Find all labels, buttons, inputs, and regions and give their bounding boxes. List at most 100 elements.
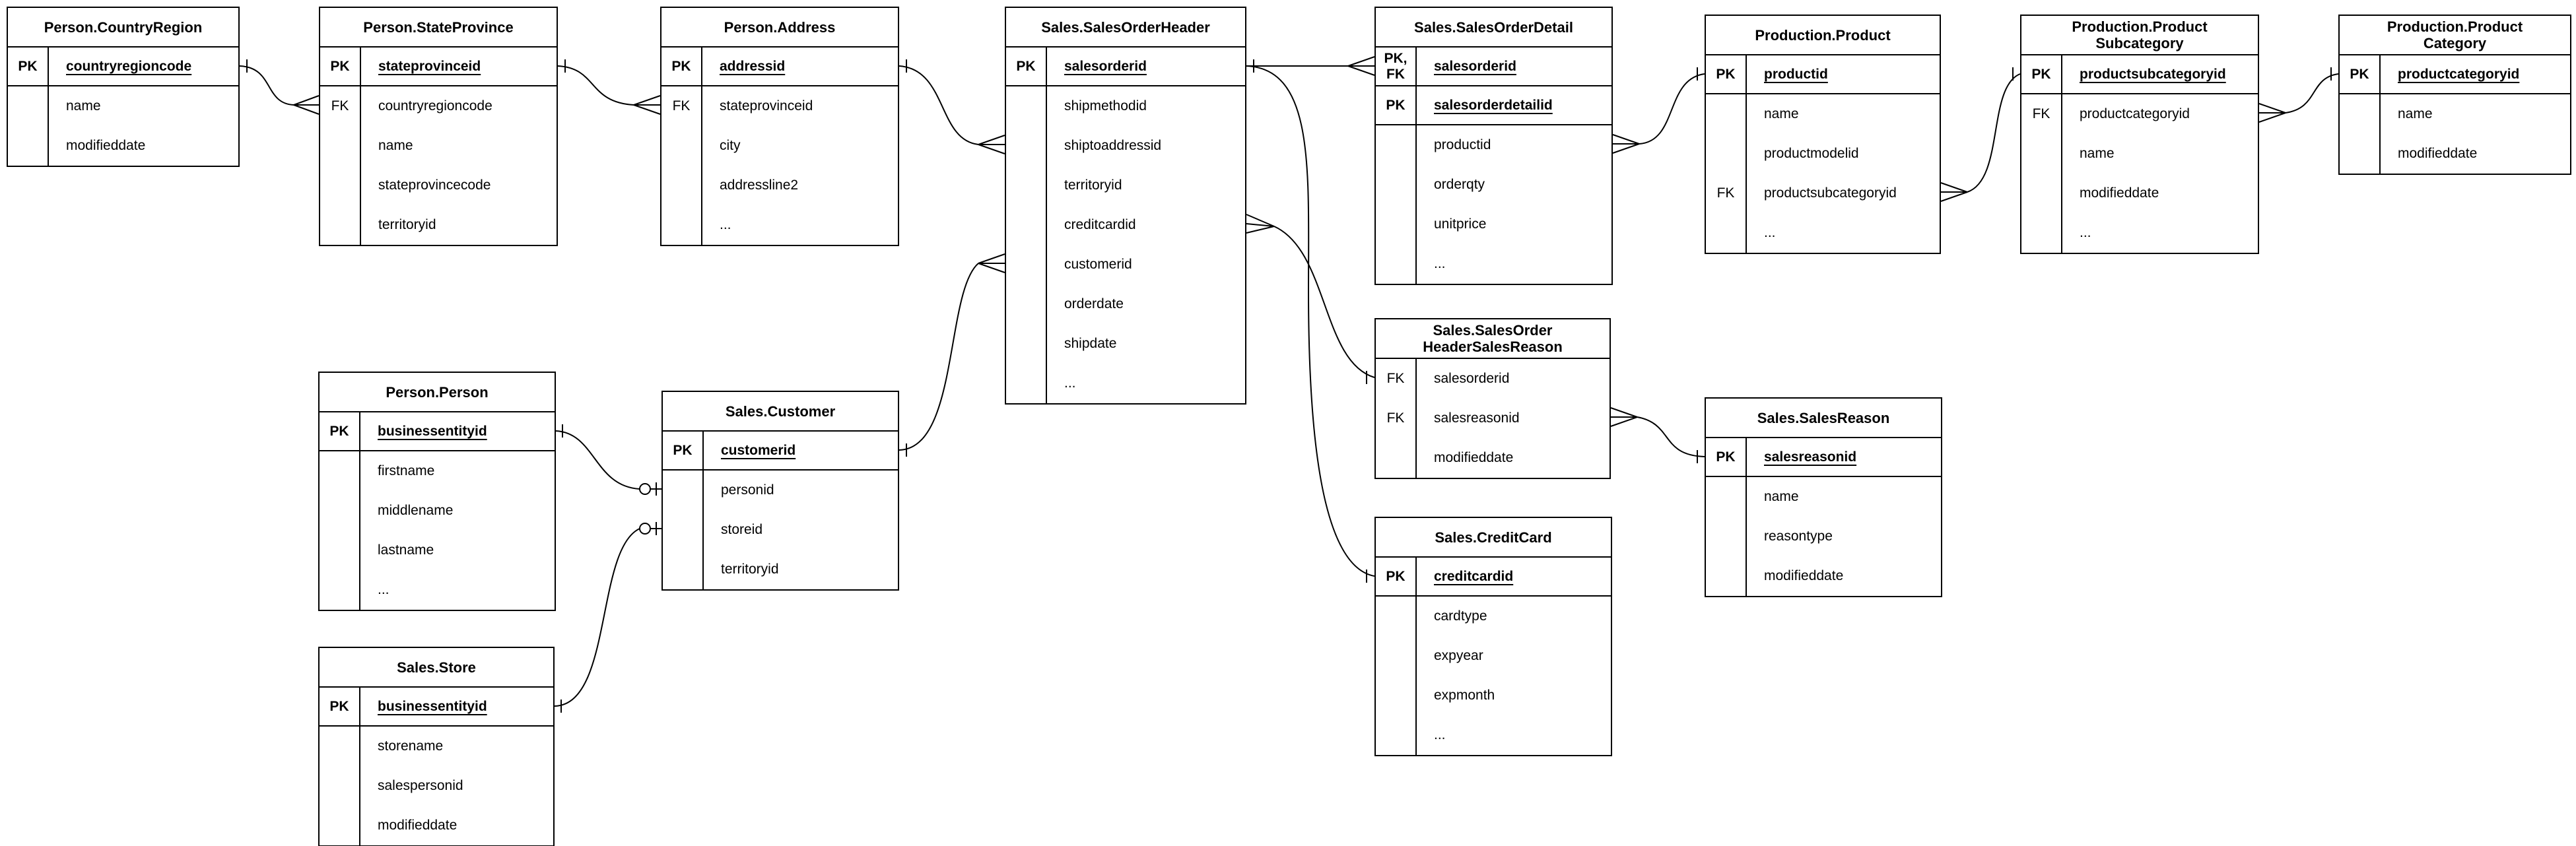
crow-foot-icon bbox=[2258, 103, 2286, 123]
field-label: modifieddate bbox=[66, 138, 146, 153]
crow-foot-icon bbox=[1940, 182, 1968, 202]
key-badge: PK bbox=[2340, 55, 2381, 93]
field-label: territoryid bbox=[721, 562, 779, 577]
key-badge: FK bbox=[1376, 399, 1417, 438]
field-label: name bbox=[66, 98, 101, 114]
field-label: salespersonid bbox=[378, 778, 463, 793]
key-badge bbox=[1376, 125, 1417, 165]
field-label: productid bbox=[1434, 137, 1491, 152]
field-label: productmodelid bbox=[1764, 146, 1859, 161]
field-label: addressid bbox=[720, 58, 786, 74]
field-label: lastname bbox=[378, 542, 434, 558]
key-badge bbox=[2021, 174, 2062, 213]
key-badge bbox=[1706, 477, 1747, 517]
relationship-stateprovince-address[interactable] bbox=[557, 59, 661, 115]
field-label: territoryid bbox=[1064, 178, 1122, 193]
entity-person-address[interactable]: Person.Address PK addressid FK stateprovin… bbox=[660, 7, 899, 246]
field-label: shipmethodid bbox=[1064, 98, 1147, 114]
key-badge bbox=[1706, 94, 1747, 134]
key-badge bbox=[1376, 165, 1417, 205]
relationship-countryregion-stateprovince[interactable] bbox=[239, 59, 320, 115]
field-label: ... bbox=[1434, 727, 1446, 742]
field-label: businessentityid bbox=[378, 698, 487, 714]
entity-title: Person.StateProvince bbox=[320, 8, 557, 48]
key-badge bbox=[1376, 715, 1417, 755]
field-label: personid bbox=[721, 482, 774, 498]
key-badge: PK bbox=[320, 688, 360, 725]
field-label: salesreasonid bbox=[1434, 410, 1520, 426]
key-badge bbox=[2021, 134, 2062, 174]
field-label: ... bbox=[1064, 375, 1076, 391]
relationship-person-customer[interactable] bbox=[555, 424, 661, 496]
key-badge: PK bbox=[661, 48, 702, 85]
key-badge bbox=[1006, 245, 1047, 284]
key-badge: FK bbox=[320, 86, 361, 126]
field-label: unitprice bbox=[1434, 216, 1487, 232]
relationship-salesorderdetail-product[interactable] bbox=[1612, 67, 1705, 154]
relationship-salesorderheader-headersalesreason[interactable] bbox=[1246, 214, 1375, 384]
relationship-product-productsubcategory[interactable] bbox=[1940, 67, 2021, 202]
key-badge bbox=[1006, 126, 1047, 166]
crow-foot-icon bbox=[978, 135, 1005, 154]
field-label: orderqty bbox=[1434, 177, 1485, 192]
relationship-productsubcategory-productcategory[interactable] bbox=[2258, 67, 2339, 123]
field-label: productid bbox=[1764, 66, 1828, 82]
key-badge bbox=[1376, 597, 1417, 636]
key-badge bbox=[2021, 213, 2062, 253]
relationship-customer-salesorderheader[interactable] bbox=[898, 253, 1005, 457]
key-badge bbox=[1006, 284, 1047, 324]
relationship-store-customer[interactable] bbox=[554, 522, 661, 713]
key-badge bbox=[2340, 94, 2381, 134]
field-label: creditcardid bbox=[1064, 217, 1136, 232]
key-badge: PK bbox=[1376, 86, 1417, 124]
key-badge: PK bbox=[1376, 558, 1417, 595]
key-badge bbox=[661, 205, 702, 245]
relationship-headersalesreason-salesreason[interactable] bbox=[1610, 407, 1705, 463]
entity-title: Sales.Store bbox=[320, 648, 553, 688]
field-label: stateprovinceid bbox=[720, 98, 813, 114]
crow-foot-icon bbox=[1610, 407, 1638, 427]
field-label: stateprovinceid bbox=[378, 58, 481, 74]
key-badge bbox=[1376, 205, 1417, 244]
entity-title: Person.Address bbox=[661, 8, 898, 48]
relationship-salesorderheader-creditcard[interactable] bbox=[1246, 65, 1375, 583]
field-label: salesreasonid bbox=[1764, 449, 1857, 465]
field-label: name bbox=[378, 138, 413, 153]
key-badge bbox=[1006, 205, 1047, 245]
relationship-salesorderheader-salesorderdetail[interactable] bbox=[1246, 56, 1375, 76]
crow-foot-icon bbox=[978, 253, 1005, 273]
key-badge bbox=[661, 166, 702, 205]
field-label: productcategoryid bbox=[2080, 106, 2190, 121]
key-badge bbox=[1006, 364, 1047, 403]
crow-foot-icon bbox=[1347, 56, 1375, 76]
key-badge bbox=[320, 491, 360, 531]
field-label: middlename bbox=[378, 503, 454, 518]
entity-title: Sales.Customer bbox=[663, 392, 898, 432]
key-badge: PK bbox=[1706, 55, 1747, 93]
entity-title: Person.Person bbox=[320, 373, 555, 412]
key-badge: FK bbox=[661, 86, 702, 126]
key-badge bbox=[2340, 134, 2381, 174]
key-badge: PK bbox=[8, 48, 49, 85]
relationship-address-salesorderheader[interactable] bbox=[898, 59, 1005, 154]
field-label: ... bbox=[1434, 256, 1446, 271]
field-label: addressline2 bbox=[720, 178, 799, 193]
field-label: expyear bbox=[1434, 648, 1483, 663]
field-label: ... bbox=[2080, 225, 2091, 240]
